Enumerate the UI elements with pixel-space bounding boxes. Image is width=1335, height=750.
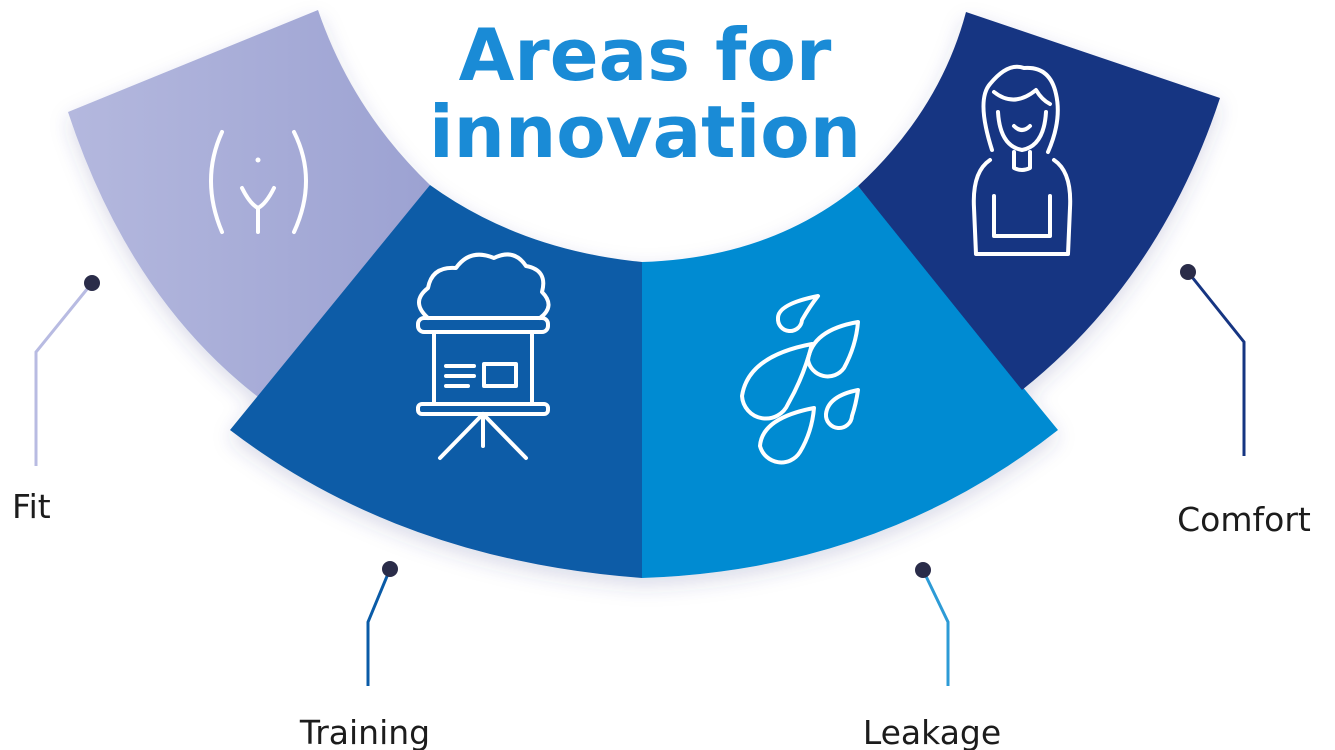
fit-connector-line xyxy=(34,282,94,466)
training-dot xyxy=(382,561,398,577)
training-connector-line xyxy=(366,568,392,686)
presentation-board-icon xyxy=(416,252,551,460)
connector-dots xyxy=(84,264,1196,578)
droplets-icon xyxy=(740,294,860,465)
label-fit: Fit xyxy=(12,487,51,526)
comfort-connector-line xyxy=(1186,271,1246,456)
smiling-person-icon xyxy=(971,64,1073,256)
segment-comfort xyxy=(858,12,1220,390)
label-training: Training xyxy=(299,713,430,750)
label-comfort: Comfort xyxy=(1177,500,1311,539)
leakage-dot xyxy=(915,562,931,578)
segment-leakage xyxy=(642,186,1058,578)
title-line-1: Areas for xyxy=(459,13,832,97)
leakage-connector-line xyxy=(921,569,950,686)
comfort-dot xyxy=(1180,264,1196,280)
hips-icon xyxy=(209,130,308,234)
connectors xyxy=(34,271,1246,686)
title-line-2: innovation xyxy=(429,90,861,174)
fit-dot xyxy=(84,275,100,291)
label-leakage: Leakage xyxy=(863,713,1001,750)
segment-fit xyxy=(68,10,430,400)
